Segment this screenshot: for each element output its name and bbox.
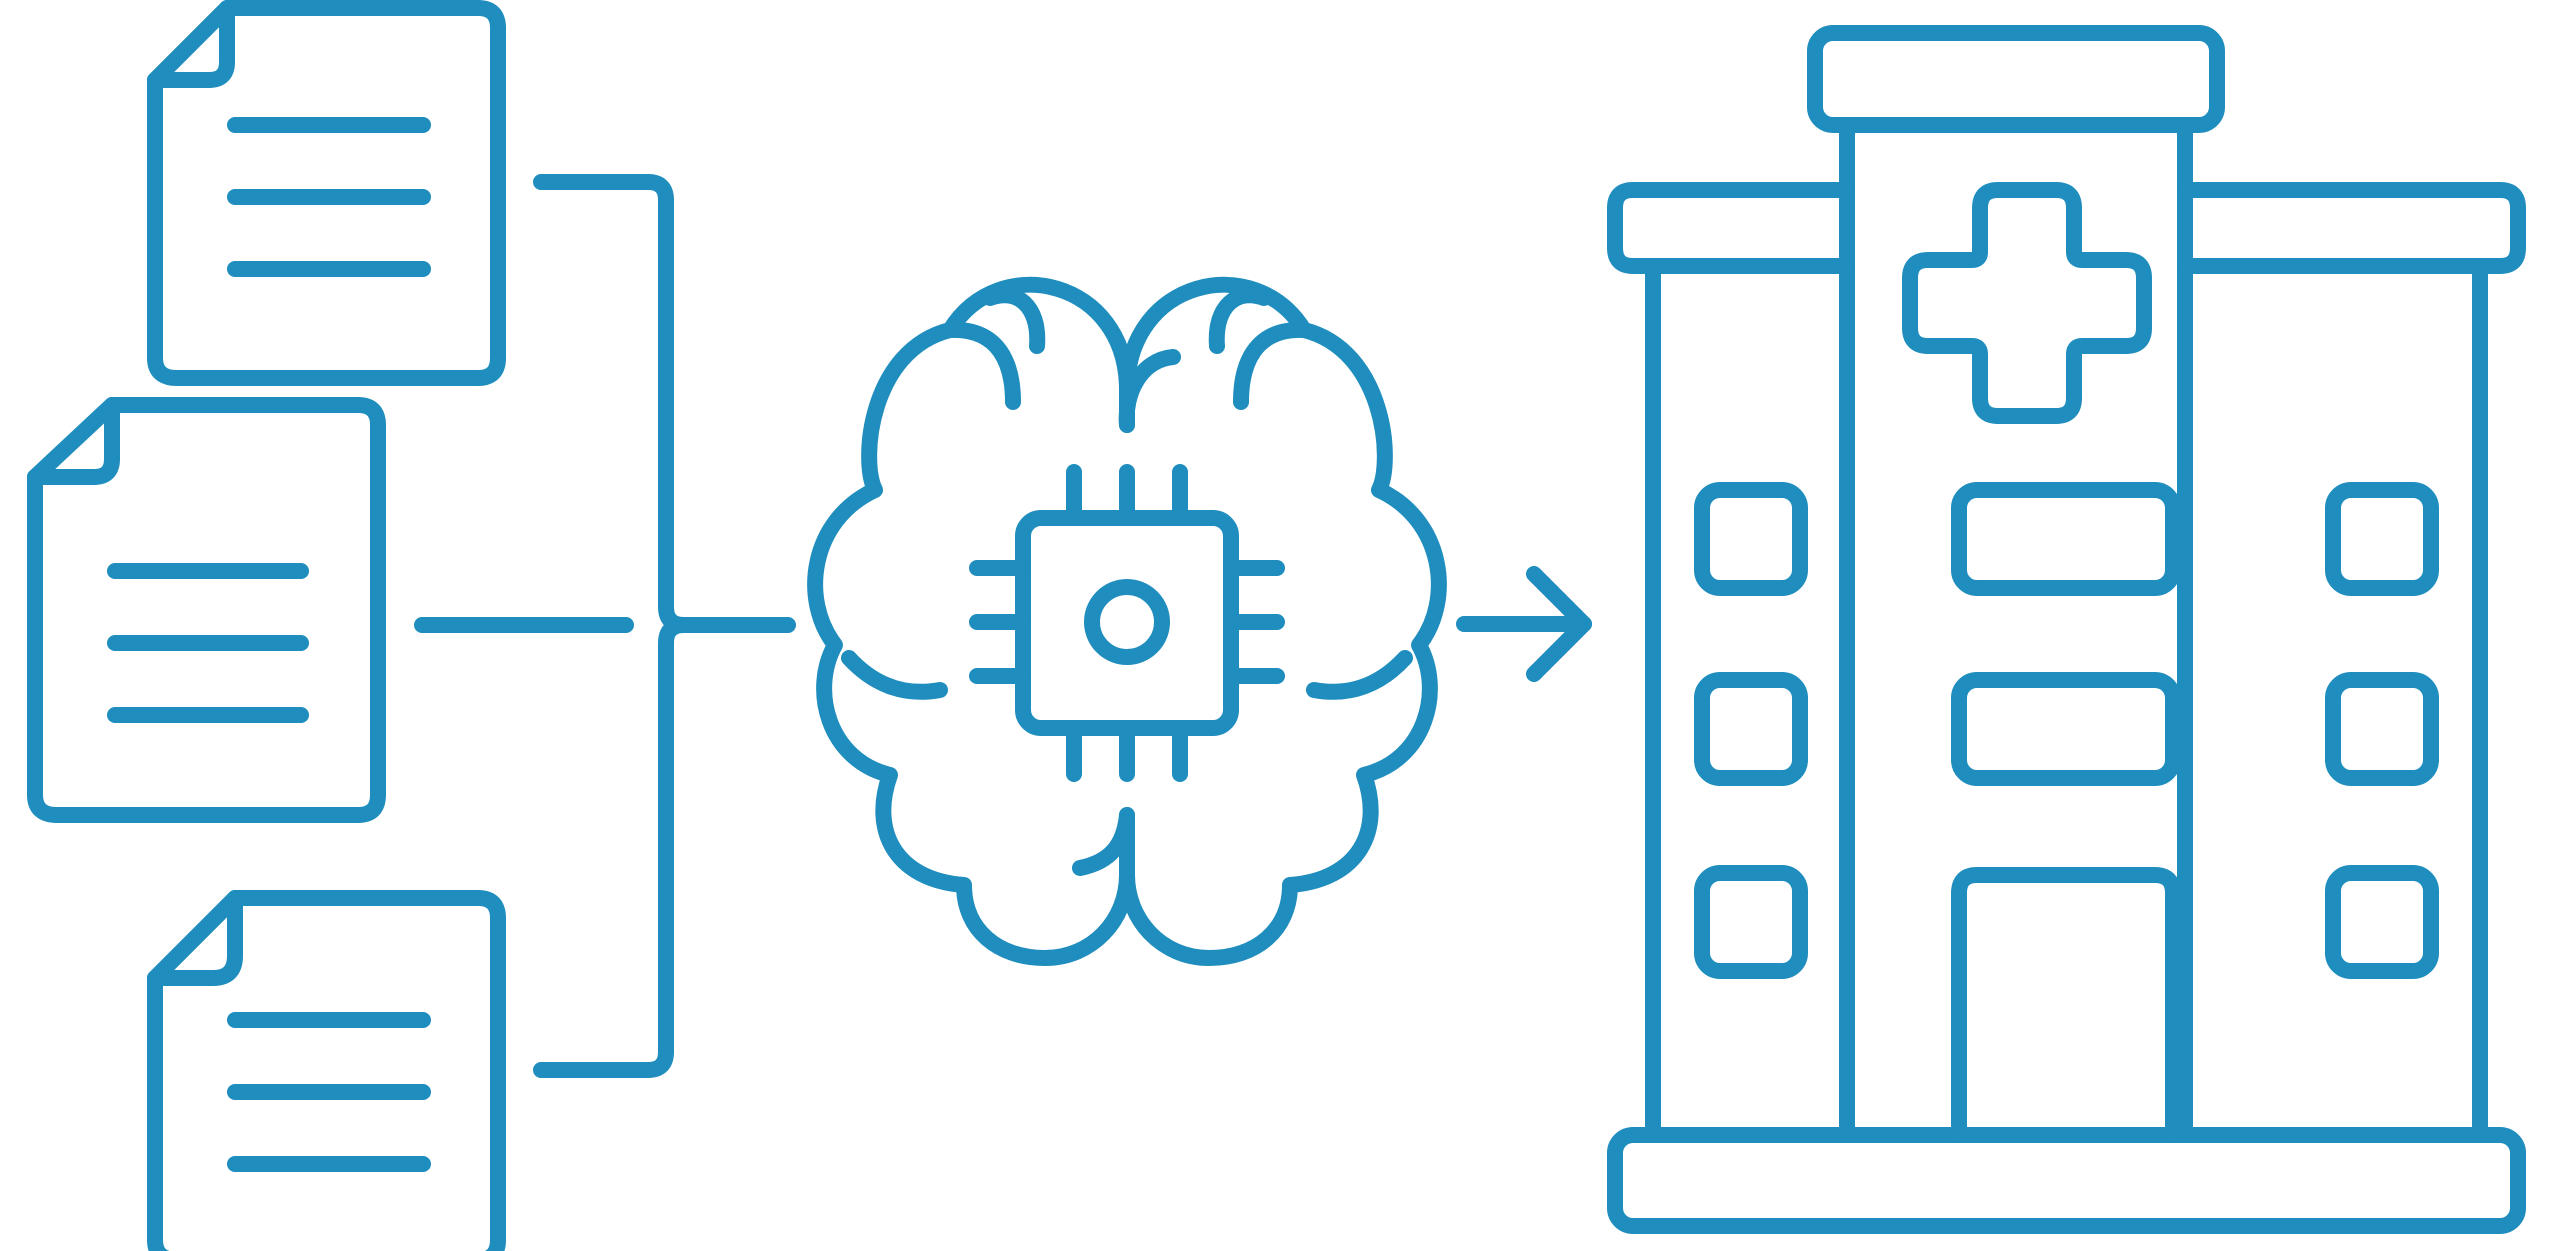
window-right-3	[2325, 865, 2439, 979]
chip-core	[1084, 579, 1170, 665]
document-middle-icon	[27, 397, 386, 823]
document-top-icon	[147, 0, 506, 386]
window-center-1	[1951, 482, 2181, 596]
hospital-roof	[1807, 25, 2225, 133]
hospital-door	[1951, 867, 2181, 1143]
document-bottom-icon	[147, 890, 506, 1251]
window-left-1	[1694, 482, 1808, 596]
hospital-building-icon	[1607, 25, 2526, 1234]
medical-cross-icon	[1902, 182, 2152, 424]
window-left-3	[1694, 865, 1808, 979]
hospital-base	[1607, 1127, 2526, 1234]
arrow-right-icon	[1456, 566, 1592, 682]
window-right-2	[2325, 672, 2439, 786]
window-right-1	[2325, 482, 2439, 596]
window-left-2	[1694, 672, 1808, 786]
merge-bracket-icon	[414, 174, 796, 1078]
ai-brain-chip-icon	[807, 276, 1447, 966]
chip-body	[1015, 510, 1239, 736]
window-center-2	[1951, 672, 2181, 786]
